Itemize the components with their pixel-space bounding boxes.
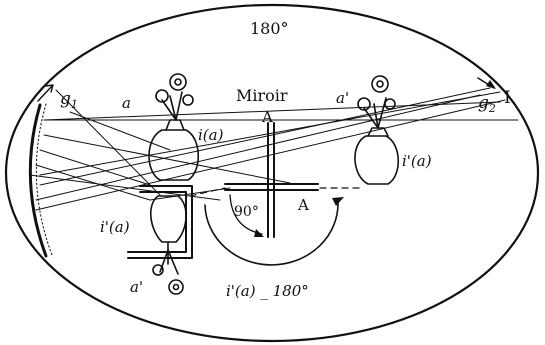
label-mirror-a-top: A	[261, 108, 273, 126]
label-mirror-a-right: A	[297, 196, 309, 214]
dashed-ray	[189, 187, 361, 197]
vase-a-prime	[354, 75, 399, 185]
label-g2: g2	[478, 93, 496, 115]
label-a-prime-right: a'	[336, 89, 349, 107]
label-angle-top: 180°	[250, 19, 289, 38]
label-i-prime-a-right: i'(a)	[402, 152, 432, 170]
rotation-arrow-icon	[332, 197, 344, 206]
label-i-a: i(a)	[198, 126, 224, 144]
screen-g1	[28, 103, 48, 258]
arrow-i-icon	[477, 77, 496, 89]
rotation-arc	[204, 201, 339, 266]
label-a-prime-bottom: a'	[130, 278, 143, 296]
label-angle-90: 90°	[234, 204, 259, 220]
label-i-mark: I	[504, 88, 511, 108]
mirror-a	[224, 122, 319, 238]
screen-g1-hatching	[35, 103, 53, 256]
vase-a	[148, 73, 199, 181]
label-i-prime-a-left: i'(a)	[100, 218, 130, 236]
vase-inverted	[150, 195, 187, 295]
label-g2-sub: 2	[488, 102, 496, 115]
label-mirror-title: Miroir	[236, 86, 288, 105]
label-g1: g1	[60, 89, 78, 111]
label-a-left: a	[122, 94, 131, 112]
outer-ellipse	[4, 3, 540, 343]
label-g2-letter: g	[478, 93, 489, 113]
arrow-g1-icon	[37, 84, 54, 102]
label-rotation-caption: i'(a) _ 180°	[226, 282, 309, 300]
label-g1-letter: g	[60, 89, 71, 109]
light-rays	[29, 87, 519, 211]
label-g1-sub: 1	[71, 98, 78, 111]
angle-90-arrow-icon	[254, 229, 264, 237]
